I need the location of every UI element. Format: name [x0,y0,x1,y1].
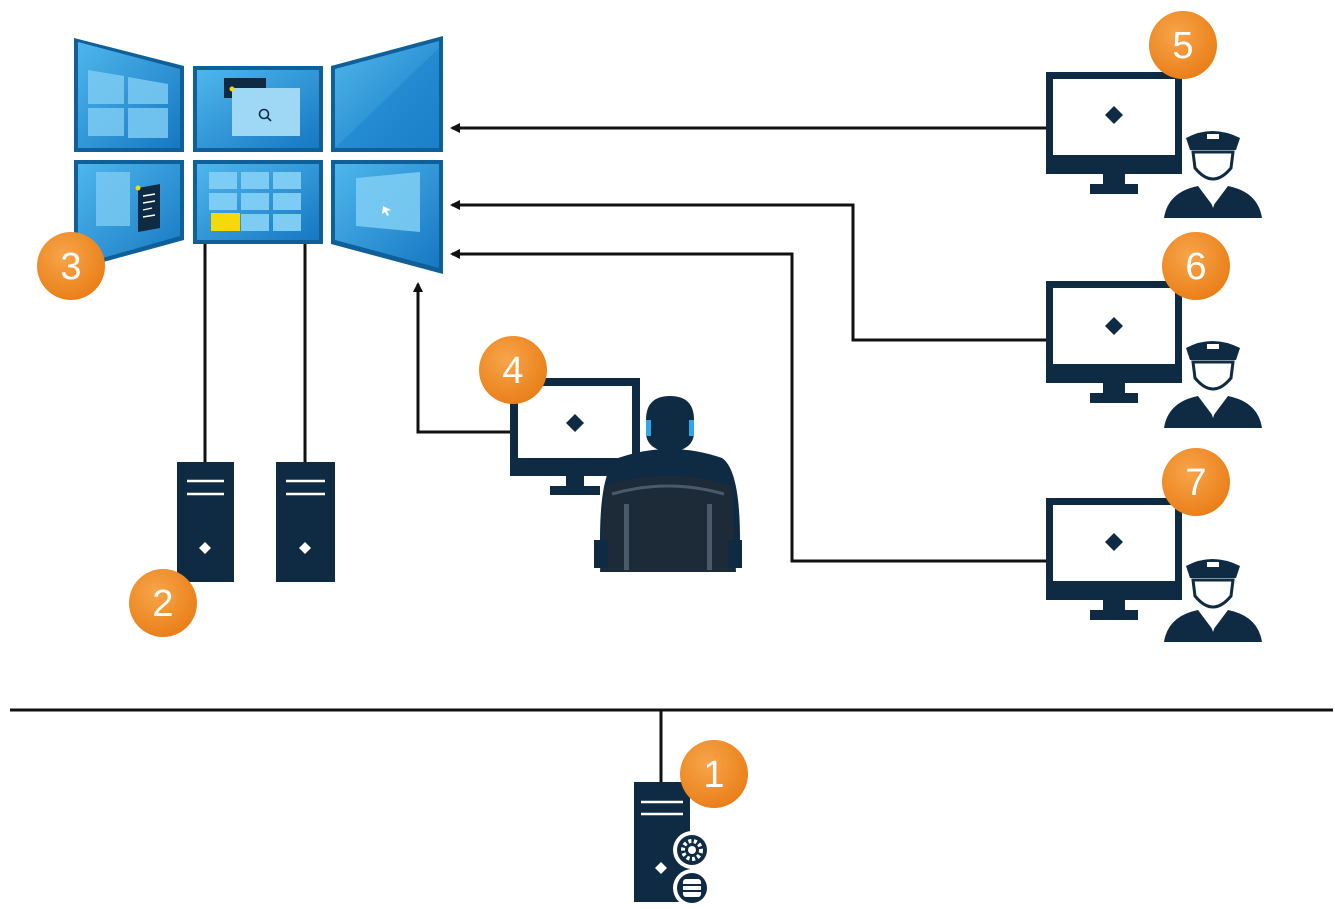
wall-screen-top-right [331,36,443,152]
guard-workstation-5 [1046,72,1262,218]
security-guard-icon [1164,131,1262,218]
badge-4-label: 4 [502,350,523,392]
wall-screen-bottom-left [74,160,184,270]
security-guard-icon [1164,559,1262,642]
badge-2-label: 2 [152,583,173,625]
guard7-to-wall-arrow [450,249,1048,563]
badge-4: 4 [479,336,547,404]
guard6-to-wall-arrow [450,200,1048,342]
badge-2: 2 [129,569,197,637]
grid-layout-icon [209,172,301,231]
badge-6: 6 [1162,232,1230,300]
badge-3: 3 [37,232,105,300]
badge-1: 1 [680,740,748,808]
network-bus [10,708,1333,782]
operator-icon [510,378,742,572]
video-wall-icon [74,36,443,274]
badge-1-label: 1 [703,754,724,796]
badge-7: 7 [1162,448,1230,516]
badge-6-label: 6 [1185,246,1206,288]
security-guard-icon [1164,341,1262,428]
badge-7-label: 7 [1185,462,1206,504]
management-server-icon [634,782,711,907]
monitor-icon [1046,72,1182,194]
tower-pc-icon [276,462,335,582]
guard-workstation-6 [1046,281,1262,428]
badge-3-label: 3 [60,246,81,288]
badge-5: 5 [1149,11,1217,79]
guard-workstation-7 [1046,498,1262,642]
cursor-icon [382,206,391,216]
wall-screen-top-left [74,38,184,152]
operator-to-wall-arrow [413,282,510,434]
tower-pc-icon [177,462,234,582]
monitor-icon [1046,281,1182,403]
gear-icon [673,831,711,869]
badge-5-label: 5 [1172,25,1193,67]
wall-screen-bottom-middle [193,160,323,244]
search-icon [258,108,272,122]
wall-screen-bottom-right [331,160,443,274]
database-icon [673,869,711,907]
monitor-icon [1046,498,1182,620]
windows-logo-icon [88,70,168,138]
document-icon [135,184,160,232]
wall-screen-top-middle [193,66,323,152]
wall-to-pc-cables [203,244,307,462]
